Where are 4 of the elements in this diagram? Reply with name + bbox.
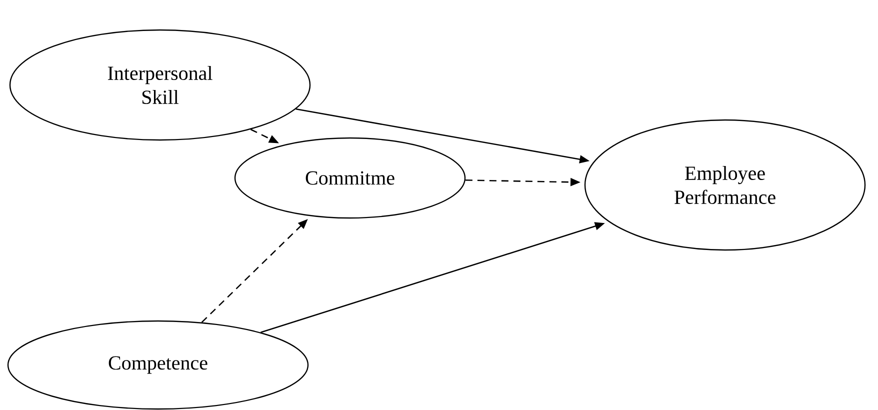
ellipse-node: Competence <box>7 320 309 410</box>
ellipse-node: Commitme <box>234 137 466 219</box>
ellipse-node: Employee Performance <box>584 119 866 251</box>
ellipse-node: Interpersonal Skill <box>9 29 311 141</box>
